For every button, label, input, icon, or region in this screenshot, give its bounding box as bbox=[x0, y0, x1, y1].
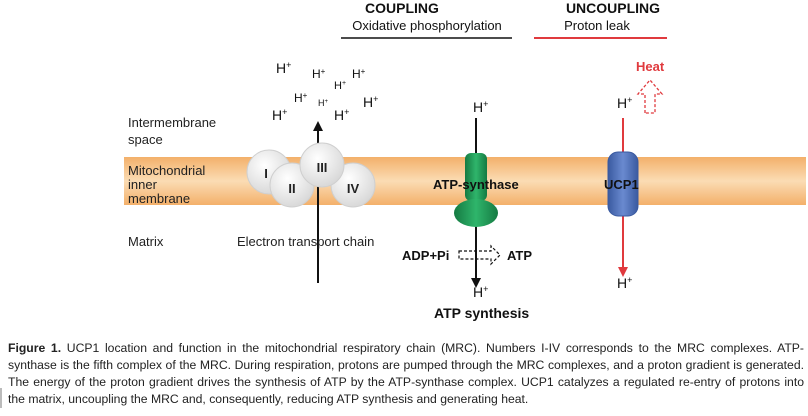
intermembrane-label-line1: Intermembrane bbox=[128, 115, 216, 130]
proton-label: H+ bbox=[312, 67, 326, 81]
ucp1-proton-top: H+ bbox=[617, 95, 632, 111]
atp-synthase-stalk bbox=[465, 153, 487, 201]
etc-complexes: I II III IV bbox=[246, 142, 376, 208]
atp-proton-bottom: H+ bbox=[473, 284, 488, 300]
atp-down-arrowhead bbox=[471, 278, 481, 288]
uncoupling-header: UNCOUPLING bbox=[566, 0, 660, 16]
proton-cloud: H+ H+ H+ H+ H+ H+ H+ H+ H+ bbox=[272, 60, 378, 123]
proton-label: H+ bbox=[276, 60, 291, 76]
ucp1-label: UCP1 bbox=[604, 177, 639, 192]
ucp1-channel bbox=[607, 151, 639, 217]
figure-caption: Figure 1. UCP1 location and function in … bbox=[8, 340, 804, 408]
atp-synthesis-label: ATP synthesis bbox=[434, 305, 529, 321]
mitochondrial-diagram: COUPLING Oxidative phosphorylation UNCOU… bbox=[124, 0, 806, 321]
etc-label: Electron transport chain bbox=[237, 234, 374, 249]
caption-text: UCP1 location and function in the mitoch… bbox=[8, 341, 804, 406]
atp-product-label: ATP bbox=[507, 248, 532, 263]
atp-proton-top: H+ bbox=[473, 99, 488, 115]
atp-synthase-head bbox=[454, 199, 498, 227]
proton-label: H+ bbox=[352, 67, 366, 81]
membrane-label-3: membrane bbox=[128, 191, 190, 206]
intermembrane-label: Intermembrane bbox=[128, 115, 216, 130]
etc-arrowhead bbox=[313, 121, 323, 131]
proton-label: H+ bbox=[334, 107, 349, 123]
intermembrane-label-2: space bbox=[128, 132, 163, 147]
proton-label: H+ bbox=[272, 107, 287, 123]
adp-pi-label: ADP+Pi bbox=[402, 248, 449, 263]
proton-label: H+ bbox=[318, 98, 329, 108]
complex-label: IV bbox=[347, 181, 360, 196]
page-side-mark bbox=[0, 388, 3, 408]
caption-title: Figure 1. bbox=[8, 341, 62, 355]
complex-circle bbox=[299, 142, 345, 188]
matrix-label: Matrix bbox=[128, 234, 164, 249]
complex-label: III bbox=[317, 160, 328, 175]
intermembrane-label-line2: space bbox=[128, 132, 163, 147]
proton-label: H+ bbox=[363, 94, 378, 110]
coupling-header: COUPLING bbox=[365, 0, 439, 16]
coupling-subheader: Oxidative phosphorylation bbox=[352, 18, 502, 33]
ucp1-down-arrowhead bbox=[618, 267, 628, 277]
proton-label: H+ bbox=[334, 80, 346, 92]
proton-label: H+ bbox=[294, 91, 308, 105]
atp-synthase-label: ATP-synthase bbox=[433, 177, 519, 192]
complex-label: II bbox=[288, 181, 295, 196]
membrane-label-1: Mitochondrial bbox=[128, 163, 205, 178]
heat-label: Heat bbox=[636, 59, 665, 74]
ucp1-proton-bottom: H+ bbox=[617, 275, 632, 291]
complex-label: I bbox=[264, 166, 268, 181]
uncoupling-subheader: Proton leak bbox=[564, 18, 630, 33]
heat-arrow bbox=[636, 79, 664, 114]
membrane-label-2: inner bbox=[128, 177, 158, 192]
adp-to-atp-arrow bbox=[458, 244, 501, 266]
